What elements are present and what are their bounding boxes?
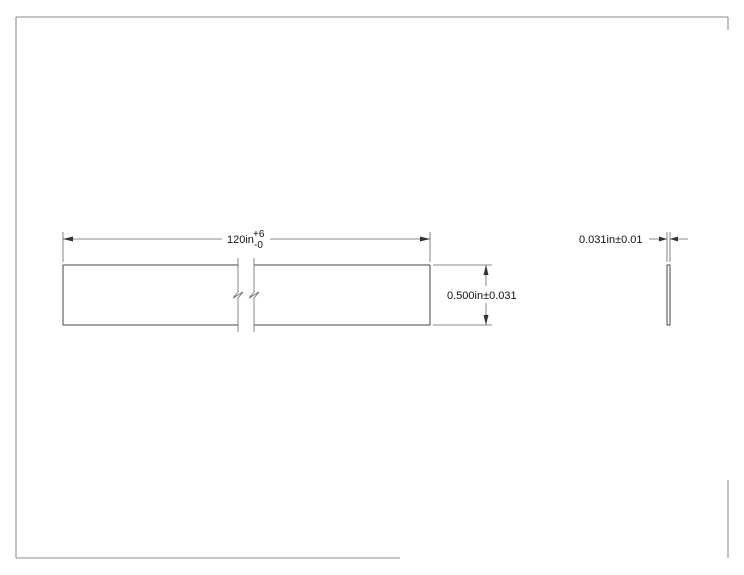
thickness-arrow-left [659, 236, 667, 242]
length-tolerance-minus: -0 [254, 240, 263, 251]
length-tolerance-plus: +6 [253, 229, 265, 240]
drawing-frame [15, 16, 729, 559]
break-line-right [248, 258, 260, 332]
thickness-arrow-right [670, 236, 678, 242]
width-arrow-bottom [483, 315, 489, 325]
thickness-dimension: 0.031in±0.01 [579, 232, 688, 262]
width-value-text: 0.500in±0.031 [447, 290, 517, 302]
length-value-text: 120in [227, 234, 254, 246]
break-symbol [232, 258, 260, 332]
length-dimension: 120in +6 -0 [62, 229, 431, 262]
length-arrow-left [63, 236, 73, 242]
length-arrow-right [420, 236, 430, 242]
thickness-value-text: 0.031in±0.01 [579, 234, 643, 246]
strip-side-view [666, 264, 671, 326]
break-line-left [232, 258, 244, 332]
strip-side-profile [666, 264, 671, 326]
width-dimension: 0.500in±0.031 [433, 264, 517, 326]
strip-front-view [62, 264, 431, 326]
width-arrow-top [483, 265, 489, 275]
